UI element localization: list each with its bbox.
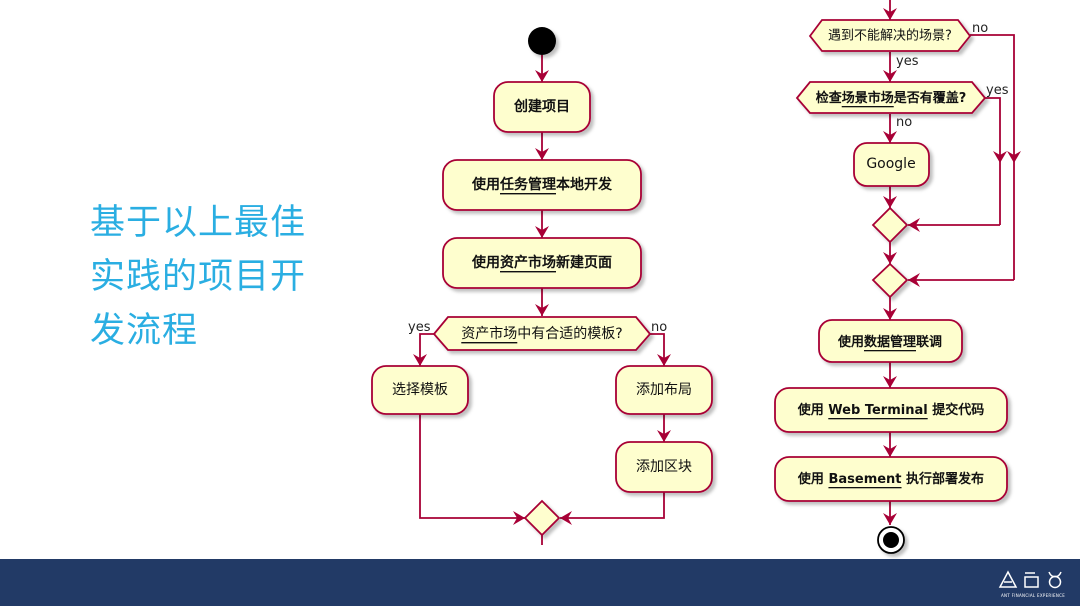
svg-text:使用 Web Terminal 提交代码: 使用 Web Terminal 提交代码: [797, 402, 984, 418]
merge-node-right-1: [871, 206, 909, 244]
merge-node-left: [523, 499, 561, 537]
svg-text:资产市场中有合适的模板?: 资产市场中有合适的模板?: [461, 325, 622, 342]
slide-title: 基于以上最佳 实践的项目开 发流程: [90, 196, 340, 358]
svg-text:创建项目: 创建项目: [513, 98, 570, 115]
activity-add-block: 添加区块: [615, 441, 713, 493]
title-line-2: 实践的项目开: [90, 257, 307, 297]
svg-text:选择模板: 选择模板: [392, 382, 448, 398]
svg-text:使用资产市场新建页面: 使用资产市场新建页面: [471, 254, 612, 271]
svg-text:Google: Google: [866, 156, 915, 172]
svg-text:no: no: [651, 320, 667, 335]
activity-data-management: 使用数据管理联调: [818, 319, 963, 363]
merge-node-right-2: [871, 262, 909, 299]
svg-text:遇到不能解决的场景?: 遇到不能解决的场景?: [828, 28, 952, 44]
svg-text:使用任务管理本地开发: 使用任务管理本地开发: [471, 176, 613, 193]
activity-web-terminal: 使用 Web Terminal 提交代码: [774, 387, 1008, 433]
activity-basement-deploy: 使用 Basement 执行部署发布: [774, 456, 1008, 502]
logo-shapes-icon: [998, 570, 1062, 589]
svg-text:添加布局: 添加布局: [636, 382, 692, 398]
start-node: [528, 27, 556, 55]
decision-unsolvable-scenario: 遇到不能解决的场景? no yes: [808, 19, 988, 69]
svg-text:no: no: [896, 115, 912, 130]
end-node: [877, 526, 905, 554]
footer-bar: ANT FINANCIAL EXPERIENCE: [0, 559, 1080, 606]
svg-text:使用数据管理联调: 使用数据管理联调: [837, 334, 942, 350]
title-line-1: 基于以上最佳: [90, 203, 307, 243]
activity-diagram: 创建项目 使用任务管理本地开发 使用资产市场新建页面 资产市场中有合适的模板? …: [371, 0, 1021, 554]
logo-caption: ANT FINANCIAL EXPERIENCE: [1000, 593, 1066, 598]
decision-template-available: 资产市场中有合适的模板? yes no: [408, 316, 667, 351]
svg-text:检查场景市场是否有覆盖?: 检查场景市场是否有覆盖?: [816, 90, 967, 106]
svg-text:yes: yes: [896, 54, 919, 69]
decision-scenario-market-coverage: 检查场景市场是否有覆盖? yes no: [795, 81, 1009, 130]
activity-add-layout: 添加布局: [615, 365, 713, 415]
title-line-3: 发流程: [90, 311, 199, 351]
svg-text:添加区块: 添加区块: [636, 459, 692, 475]
ant-financial-logo: ANT FINANCIAL EXPERIENCE: [998, 569, 1068, 601]
activity-task-management: 使用任务管理本地开发: [442, 159, 642, 211]
svg-text:no: no: [972, 21, 988, 36]
activity-google: Google: [853, 142, 930, 187]
svg-text:yes: yes: [408, 320, 431, 335]
activity-create-project: 创建项目: [493, 81, 591, 133]
activity-choose-template: 选择模板: [371, 365, 469, 415]
svg-text:yes: yes: [986, 83, 1009, 98]
activity-asset-market: 使用资产市场新建页面: [442, 237, 642, 289]
svg-text:使用 Basement 执行部署发布: 使用 Basement 执行部署发布: [797, 471, 984, 487]
